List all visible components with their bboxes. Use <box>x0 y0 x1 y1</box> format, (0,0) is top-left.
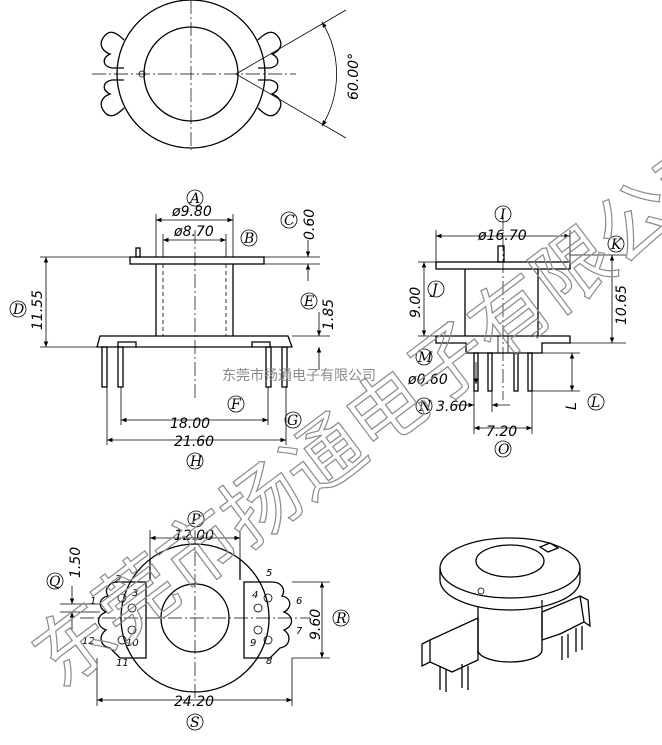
label-n: N <box>415 397 433 415</box>
label-g: G <box>284 411 302 429</box>
dim-h1-text: 9.00 <box>408 287 424 318</box>
svg-text:K: K <box>610 237 623 253</box>
label-a: A <box>186 189 204 207</box>
pin-6: 6 <box>296 596 302 607</box>
dim-height-text: 11.55 <box>30 290 46 330</box>
svg-text:P: P <box>190 512 201 528</box>
bottom-view-body <box>80 530 310 700</box>
dim-pin-d-text: ø0.60 <box>407 372 448 388</box>
label-e: E <box>300 292 318 310</box>
label-i: I <box>494 205 512 223</box>
watermark-small: 东莞市扬通电子有限公司 <box>222 367 376 384</box>
pin-10: 10 <box>126 638 139 649</box>
bottom-dimensions: 12.00 1.50 9.60 24.20 <box>60 528 330 710</box>
dim-diam-text: ø16.70 <box>477 228 527 244</box>
svg-text:G: G <box>287 413 298 429</box>
label-l: L <box>587 393 605 411</box>
bottom-labels: P Q R S <box>46 510 350 731</box>
front-view: ø9.80 ø8.70 11.55 0.60 1.85 18.00 <box>9 189 337 470</box>
svg-text:Q: Q <box>49 574 61 590</box>
angle-60-text: 60.00° <box>346 53 362 100</box>
label-p: P <box>187 510 205 528</box>
label-h: H <box>186 452 204 470</box>
svg-text:A: A <box>188 191 200 207</box>
svg-text:J: J <box>429 282 439 298</box>
label-r: R <box>332 609 350 627</box>
dim-top-w-text: 12.00 <box>174 528 214 544</box>
pin-numbers: 1 2 3 4 5 6 7 8 9 10 11 12 <box>82 568 303 669</box>
top-view-body <box>92 0 296 150</box>
side-view: ø16.70 9.00 10.65 ø0.60 3.60 7.20 L <box>407 205 630 458</box>
pin-2: 2 <box>115 574 121 585</box>
label-k: K <box>607 235 625 253</box>
dim-pin-len-text: L <box>564 402 580 410</box>
label-s: S <box>186 713 204 731</box>
svg-text:S: S <box>190 715 200 731</box>
svg-text:I: I <box>499 207 506 223</box>
dim-s-text: 24.20 <box>174 694 214 710</box>
dim-flange-text: 0.60 <box>302 209 318 240</box>
pin-1: 1 <box>90 596 96 607</box>
svg-text:O: O <box>498 442 510 458</box>
svg-text:C: C <box>284 213 295 229</box>
label-b: B <box>240 229 258 247</box>
side-labels: I J K L M N O <box>415 205 625 458</box>
dim-r-text: 9.60 <box>308 609 324 640</box>
isometric-view <box>421 537 591 692</box>
label-c: C <box>280 211 298 229</box>
dim-q-text: 1.50 <box>68 547 84 578</box>
svg-text:D: D <box>12 302 24 318</box>
label-m: M <box>415 348 433 366</box>
dim-d-inner-text: ø8.70 <box>173 224 214 240</box>
pin-4: 4 <box>252 590 258 601</box>
dim-d-outer-text: ø9.80 <box>171 204 212 220</box>
svg-text:F: F <box>230 397 242 413</box>
svg-text:M: M <box>417 350 433 366</box>
svg-text:H: H <box>189 454 203 470</box>
label-q: Q <box>46 572 64 590</box>
svg-text:E: E <box>303 294 314 310</box>
dim-base-width-text: 21.60 <box>174 434 214 450</box>
label-j: J <box>427 280 445 298</box>
front-view-body <box>96 230 293 400</box>
side-dimensions: ø16.70 9.00 10.65 ø0.60 3.60 7.20 L <box>407 228 630 440</box>
pin-7: 7 <box>296 626 303 637</box>
svg-text:B: B <box>243 231 254 247</box>
svg-text:L: L <box>590 395 600 411</box>
pin-5: 5 <box>266 568 272 579</box>
front-labels: A B C D E F G H <box>9 189 318 470</box>
pin-12: 12 <box>82 636 95 647</box>
pin-11: 11 <box>116 658 129 669</box>
dim-h2-text: 10.65 <box>614 285 630 325</box>
pin-8: 8 <box>266 656 272 667</box>
top-view: 60.00° <box>92 0 362 150</box>
pin-9: 9 <box>250 638 256 649</box>
svg-text:R: R <box>335 611 347 627</box>
angle-dimension: 60.00° <box>235 9 362 139</box>
bottom-view: 1 2 3 4 5 6 7 8 9 10 11 12 12.00 1.50 <box>46 510 350 731</box>
svg-text:N: N <box>418 399 432 415</box>
front-dimensions: ø9.80 ø8.70 11.55 0.60 1.85 18.00 <box>30 204 337 450</box>
dim-base-text: 1.85 <box>321 299 337 330</box>
pin-3: 3 <box>132 588 138 599</box>
dim-row-text: 7.20 <box>486 424 517 440</box>
dim-pitch-text: 3.60 <box>436 399 467 415</box>
dim-pin-span-text: 18.00 <box>170 416 210 432</box>
label-d: D <box>9 300 27 318</box>
label-o: O <box>494 440 512 458</box>
label-f: F <box>227 395 245 413</box>
